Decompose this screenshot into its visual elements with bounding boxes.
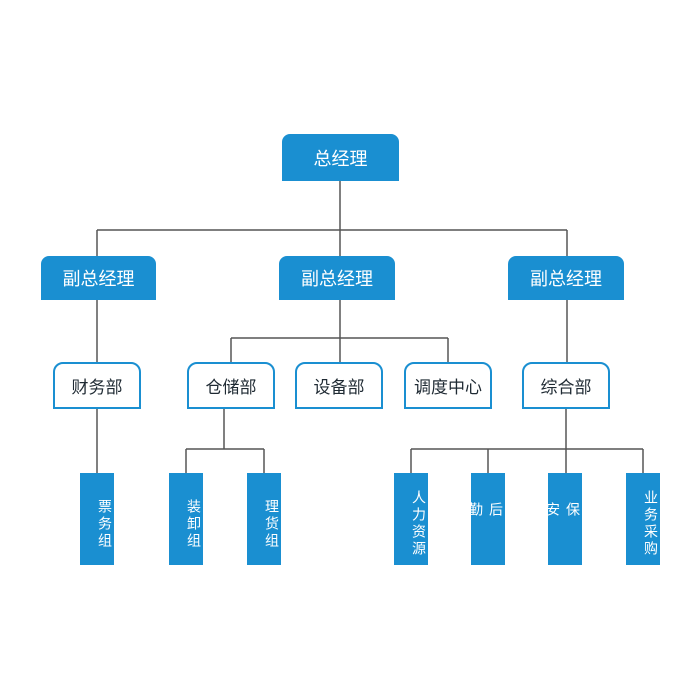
box-inventory-group[interactable]: 理货组 xyxy=(247,473,281,565)
box-ticket-group[interactable]: 票务组 xyxy=(80,473,114,565)
box-deputy-middle[interactable]: 副总经理 xyxy=(279,256,395,300)
box-loading-group[interactable]: 装卸组 xyxy=(169,473,203,565)
box-procurement[interactable]: 业务采购 xyxy=(626,473,660,565)
box-hr[interactable]: 人力资源 xyxy=(394,473,428,565)
box-logistics[interactable]: 后勤 xyxy=(467,473,505,565)
box-warehouse-dept[interactable]: 仓储部 xyxy=(187,362,275,409)
box-equipment-dept[interactable]: 设备部 xyxy=(295,362,383,409)
box-general-dept[interactable]: 综合部 xyxy=(522,362,610,409)
box-security[interactable]: 保安 xyxy=(544,473,582,565)
box-deputy-right[interactable]: 副总经理 xyxy=(508,256,624,300)
box-general-manager[interactable]: 总经理 xyxy=(282,134,399,181)
box-dispatch-center[interactable]: 调度中心 xyxy=(404,362,492,409)
box-deputy-left[interactable]: 副总经理 xyxy=(41,256,156,300)
box-finance-dept[interactable]: 财务部 xyxy=(53,362,141,409)
